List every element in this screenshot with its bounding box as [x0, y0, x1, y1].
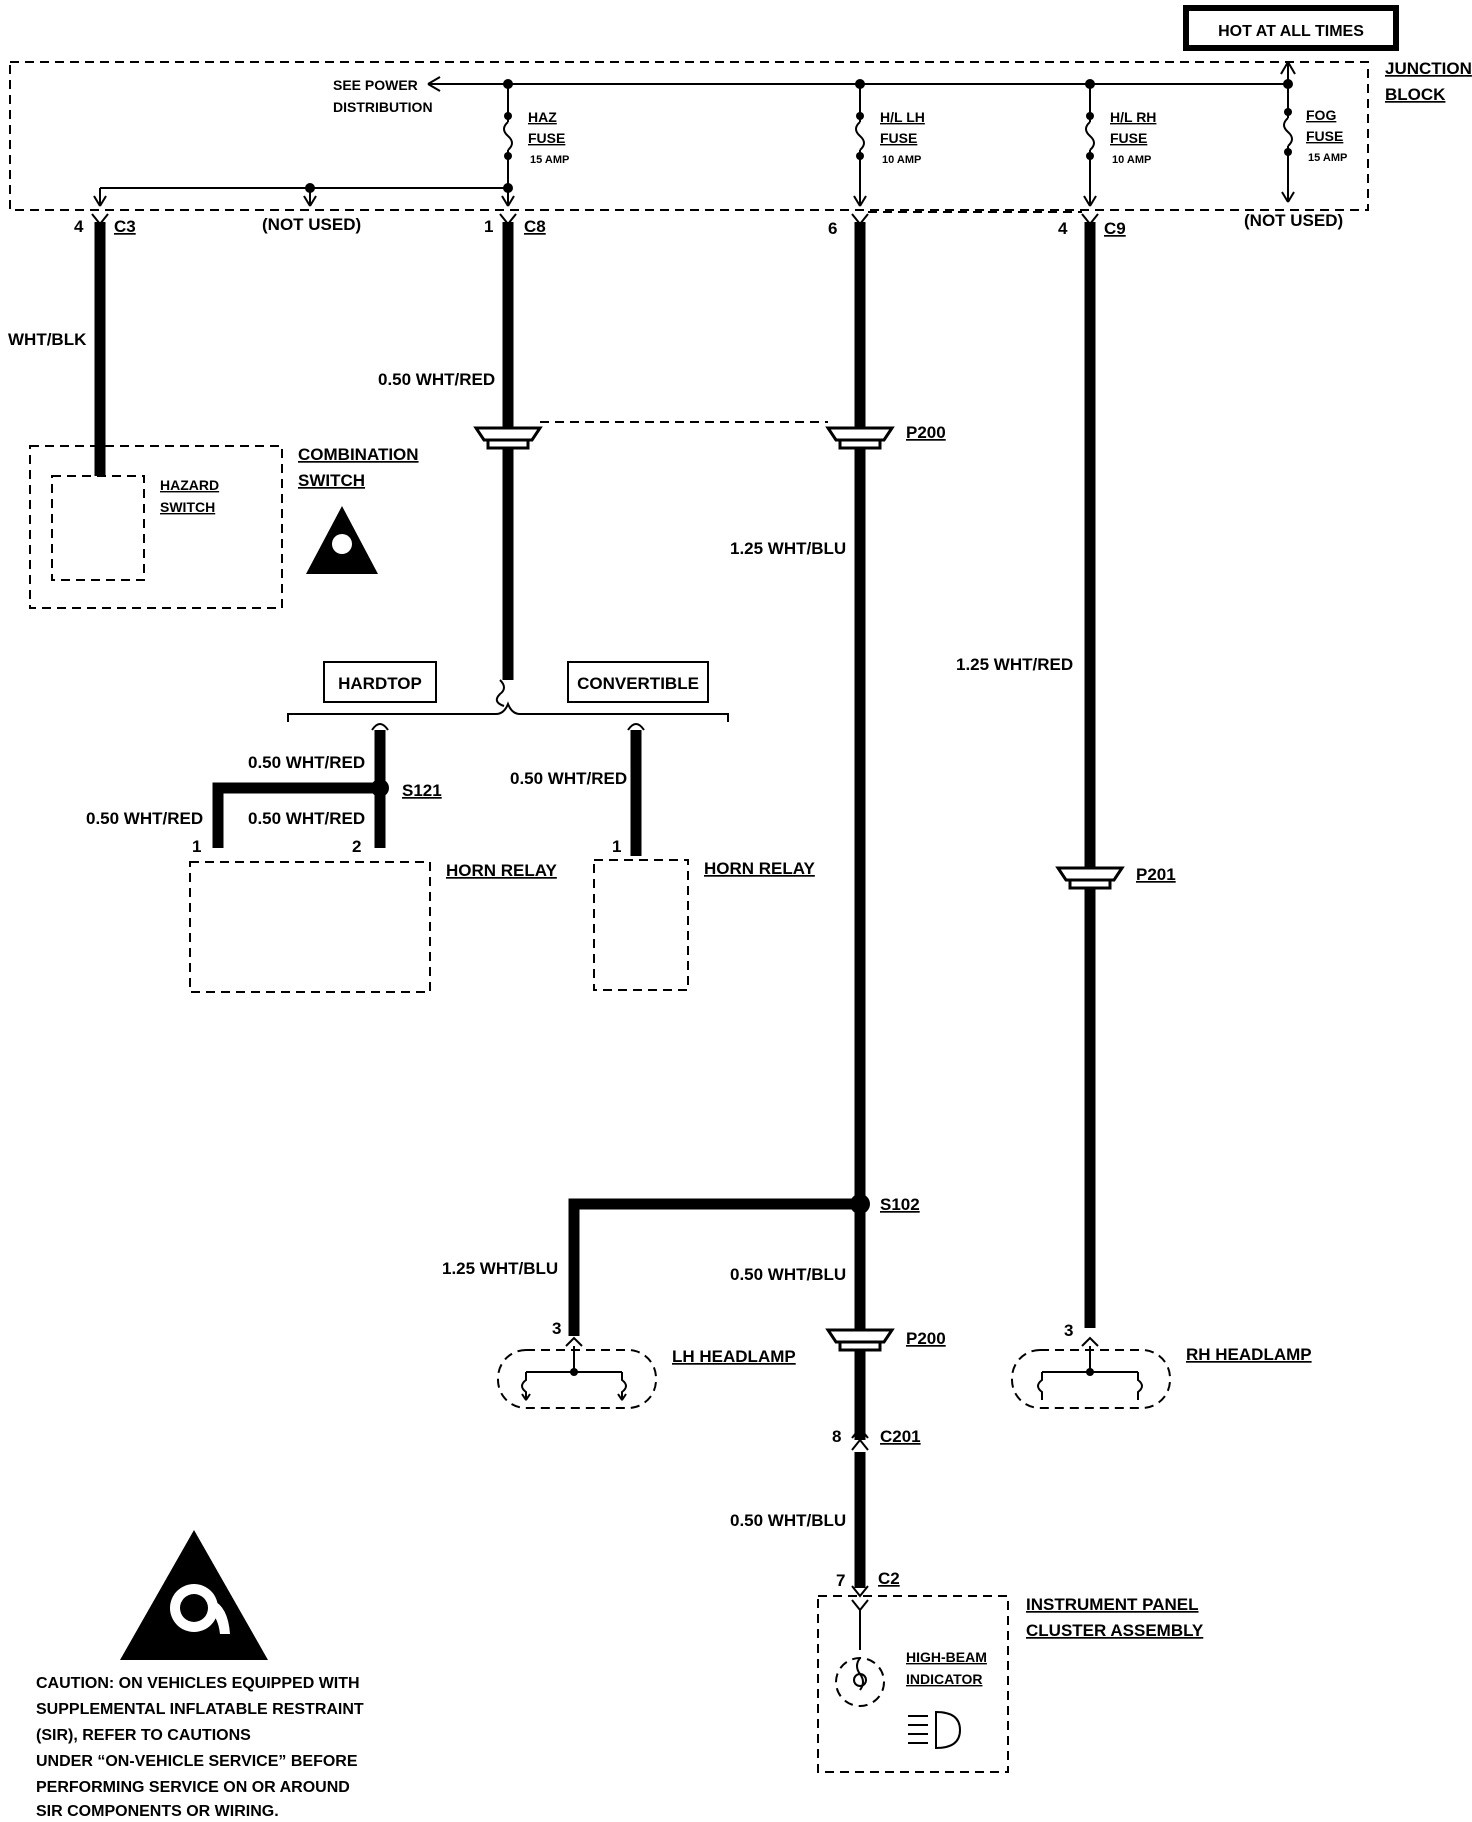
- p201-connector: P201: [1055, 865, 1176, 890]
- arrow-left-icon: [427, 76, 441, 92]
- instrument-panel-cluster: INSTRUMENT PANEL CLUSTER ASSEMBLY HIGH-B…: [817, 1595, 1204, 1773]
- wire-label-hardtop-top: 0.50 WHT/RED: [248, 753, 365, 772]
- see-power-1: SEE POWER: [333, 77, 418, 93]
- high-beam-label-2: INDICATOR: [906, 1671, 982, 1687]
- junction-block: JUNCTION BLOCK SEE POWER DISTRIBUTION HA…: [9, 59, 1472, 211]
- fog-fuse: FOG FUSE 15 AMP: [1281, 79, 1347, 203]
- c2-pin: 7: [836, 1571, 845, 1590]
- hazard-switch-label-1: HAZARD: [160, 477, 219, 493]
- ipc-label-2: CLUSTER ASSEMBLY: [1026, 1621, 1204, 1640]
- hl-rh-fuse: H/L RH FUSE 10 AMP: [1083, 79, 1156, 207]
- hot-at-all-times-box: HOT AT ALL TIMES: [1183, 5, 1399, 51]
- hl-rh-fuse-label: FUSE: [1110, 130, 1147, 146]
- p201-label: P201: [1136, 865, 1176, 884]
- ipc-label-1: INSTRUMENT PANEL: [1026, 1595, 1199, 1614]
- sir-airbag-warning-icon: [120, 1530, 268, 1660]
- wire-label-hardtop-pin2: 0.50 WHT/RED: [248, 809, 365, 828]
- caution-line-1: CAUTION: ON VEHICLES EQUIPPED WITH: [36, 1675, 360, 1692]
- horn-relay-convertible-label: HORN RELAY: [704, 859, 815, 878]
- c6-pin: 6: [828, 219, 837, 238]
- c2-name: C2: [878, 1569, 900, 1588]
- s121-label: S121: [402, 781, 442, 800]
- haz-fuse-label: FUSE: [528, 130, 565, 146]
- wire-label-rh-main: 1.25 WHT/RED: [956, 655, 1073, 674]
- horn-pin1: 1: [192, 837, 201, 856]
- rh-headlamp: 3 RH HEADLAMP: [1011, 1321, 1312, 1409]
- hl-lh-fuse-amps: 10 AMP: [882, 154, 921, 166]
- p200-top-label: P200: [906, 423, 946, 442]
- wire-label-c201-down: 0.50 WHT/BLU: [730, 1511, 846, 1530]
- c201-pin: 8: [832, 1427, 841, 1446]
- hl-lh-fuse-name: H/L LH: [880, 109, 925, 125]
- lh-headlamp: 3 LH HEADLAMP: [497, 1319, 796, 1409]
- combination-switch-label-1: COMBINATION: [298, 445, 419, 464]
- hl-rh-fuse-name: H/L RH: [1110, 109, 1156, 125]
- wire-hardtop-pin1: [212, 782, 380, 848]
- junction-block-label-1: JUNCTION: [1385, 59, 1472, 78]
- p200-bottom-connector: P200: [825, 1328, 946, 1352]
- wire-label-lh-main: 1.25 WHT/BLU: [730, 539, 846, 558]
- haz-fuse-amps: 15 AMP: [530, 154, 569, 166]
- c8-pin: 1: [484, 217, 493, 236]
- fog-fuse-name: FOG: [1306, 107, 1336, 123]
- option-branch: HARDTOP CONVERTIBLE: [287, 661, 729, 722]
- rh-headlamp-label: RH HEADLAMP: [1186, 1345, 1312, 1364]
- caution-line-3: (SIR), REFER TO CAUTIONS: [36, 1727, 251, 1744]
- wire-label-wht-blk: WHT/BLK: [8, 330, 87, 349]
- horn-relay-hardtop: HORN RELAY: [189, 861, 557, 993]
- not-used-right: (NOT USED): [1244, 211, 1343, 230]
- c9-pin: 4: [1058, 219, 1068, 238]
- wire-label-convertible: 0.50 WHT/RED: [510, 769, 627, 788]
- wire-label-lh-headlamp-feed: 1.25 WHT/BLU: [442, 1259, 558, 1278]
- c201-connector: 8 C201: [832, 1426, 921, 1451]
- wire-lh-headlamp-feed: [568, 1198, 860, 1336]
- wire-label-hardtop-pin1: 0.50 WHT/RED: [86, 809, 203, 828]
- lh-pin: 3: [552, 1319, 561, 1338]
- caution-line-4: UNDER “ON-VEHICLE SERVICE” BEFORE: [36, 1753, 358, 1770]
- c2-connector-icon: [851, 1585, 869, 1598]
- combination-switch: COMBINATION SWITCH HAZARD SWITCH: [29, 445, 419, 609]
- hl-rh-fuse-amps: 10 AMP: [1112, 154, 1151, 166]
- see-power-2: DISTRIBUTION: [333, 99, 433, 115]
- hot-label: HOT AT ALL TIMES: [1218, 23, 1364, 40]
- c201-name: C201: [880, 1427, 921, 1446]
- conv-pin1: 1: [612, 837, 621, 856]
- fog-fuse-label: FUSE: [1306, 128, 1343, 144]
- high-beam-icon: [908, 1710, 962, 1750]
- fog-fuse-amps: 15 AMP: [1308, 152, 1347, 164]
- not-used-left: (NOT USED): [262, 215, 361, 234]
- junction-block-label-2: BLOCK: [1385, 85, 1446, 104]
- caution-line-2: SUPPLEMENTAL INFLATABLE RESTRAINT: [36, 1701, 364, 1718]
- convertible-label: CONVERTIBLE: [577, 674, 699, 693]
- hardtop-label: HARDTOP: [338, 674, 422, 693]
- caution-line-5: PERFORMING SERVICE ON OR AROUND: [36, 1779, 350, 1796]
- sir-warning-icon: [306, 506, 378, 574]
- horn-relay-convertible: HORN RELAY: [593, 859, 815, 991]
- hazard-switch-label-2: SWITCH: [160, 499, 215, 515]
- hl-lh-fuse-label: FUSE: [880, 130, 917, 146]
- hl-lh-fuse: H/L LH FUSE 10 AMP: [853, 79, 925, 207]
- c9-name: C9: [1104, 219, 1126, 238]
- haz-fuse-name: HAZ: [528, 109, 557, 125]
- combination-switch-label-2: SWITCH: [298, 471, 365, 490]
- lh-headlamp-label: LH HEADLAMP: [672, 1347, 796, 1366]
- high-beam-label-1: HIGH-BEAM: [906, 1649, 987, 1665]
- caution-block: CAUTION: ON VEHICLES EQUIPPED WITH SUPPL…: [36, 1530, 364, 1820]
- wire-label-s102-down: 0.50 WHT/BLU: [730, 1265, 846, 1284]
- p200-top-connector: P200: [473, 421, 946, 450]
- c3-name: C3: [114, 217, 136, 236]
- p200-bottom-label: P200: [906, 1329, 946, 1348]
- s121-splice: [371, 779, 389, 797]
- rh-pin: 3: [1064, 1321, 1073, 1340]
- c8-name: C8: [524, 217, 546, 236]
- s102-label: S102: [880, 1195, 920, 1214]
- wire-label-c8: 0.50 WHT/RED: [378, 370, 495, 389]
- haz-fuse: HAZ FUSE 15 AMP: [503, 79, 569, 193]
- c3-pin: 4: [74, 217, 84, 236]
- caution-line-6: SIR COMPONENTS OR WIRING.: [36, 1803, 279, 1820]
- horn-pin2: 2: [352, 837, 361, 856]
- horn-relay-hardtop-label: HORN RELAY: [446, 861, 557, 880]
